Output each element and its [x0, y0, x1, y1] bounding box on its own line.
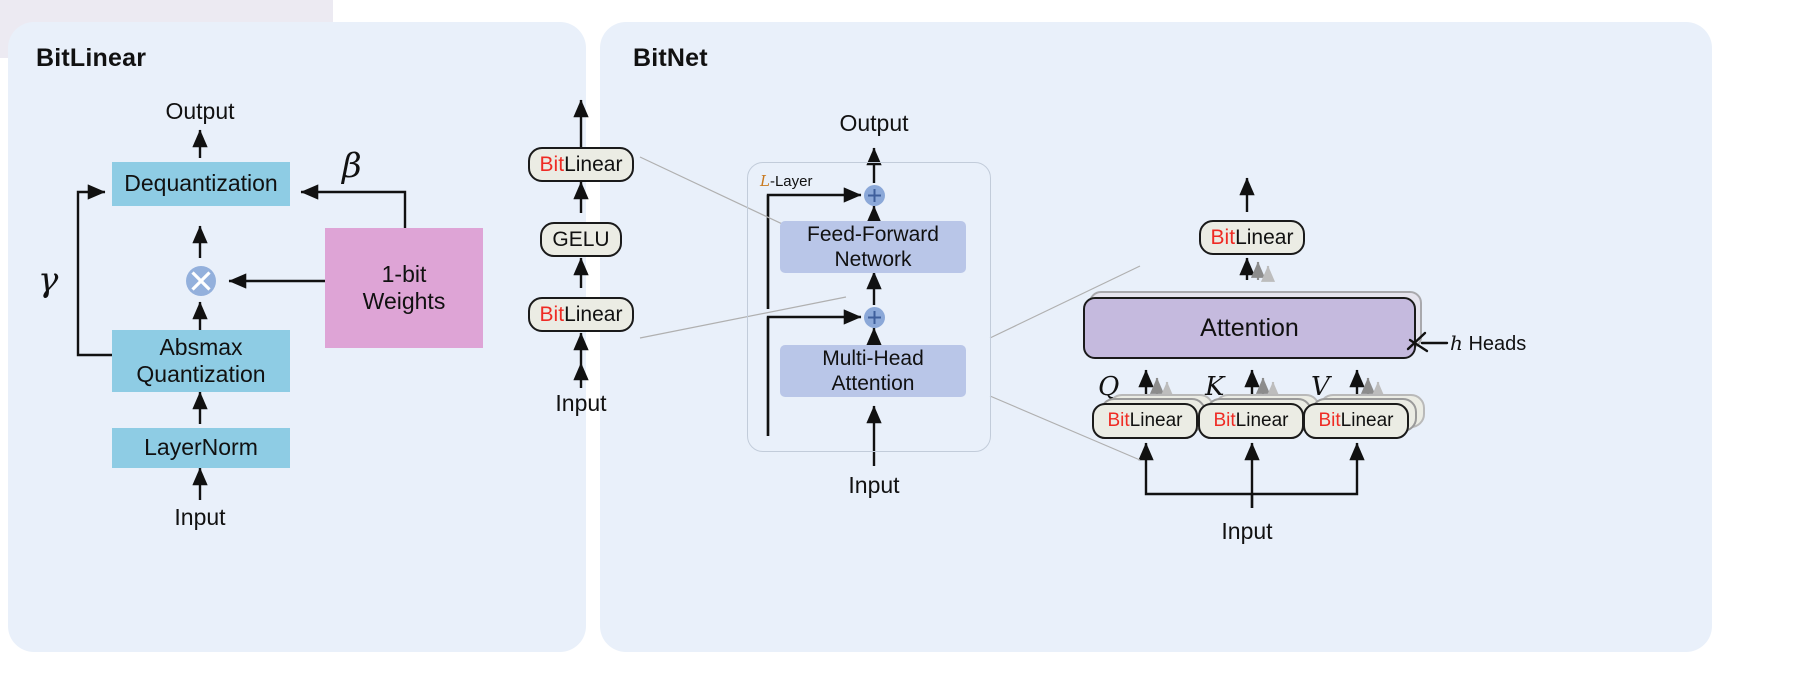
attention-input-label: Input — [1221, 518, 1273, 544]
linear-suffix: Linear — [564, 152, 623, 176]
bitnet-ffn-input-label: Input — [555, 390, 607, 416]
linear-suffix: Linear — [1129, 410, 1183, 431]
h-heads-label: h Heads — [1450, 331, 1526, 356]
layernorm-block: LayerNorm — [112, 428, 290, 468]
layernorm-label: LayerNorm — [144, 434, 258, 461]
mha-line1: Multi-Head — [822, 346, 924, 370]
ffn-line1: Feed-Forward — [807, 222, 939, 246]
panel-bitlinear — [8, 22, 586, 652]
bit-prefix: Bit — [1213, 410, 1236, 431]
l-layer-italic: L — [760, 172, 770, 190]
bit-prefix: Bit — [1318, 410, 1341, 431]
bit-prefix: Bit — [1107, 410, 1130, 431]
linear-suffix: Linear — [1235, 410, 1289, 431]
l-layer-label: L-Layer — [760, 172, 813, 190]
one-bit-weights-line1: 1-bit — [381, 260, 427, 287]
gelu-label: GELU — [552, 227, 610, 251]
absmax-line1: Absmax — [159, 333, 243, 360]
bitlinear-input-label: Input — [174, 504, 226, 530]
attention-block: Attention — [1083, 297, 1416, 359]
bit-prefix: Bit — [539, 152, 565, 176]
v-symbol-label: V — [1311, 372, 1330, 402]
linear-suffix: Linear — [1235, 225, 1294, 249]
linear-suffix: Linear — [564, 302, 623, 326]
l-layer-container — [747, 162, 991, 452]
h-italic: h — [1450, 331, 1463, 355]
one-bit-weights-block: 1-bit Weights — [325, 228, 483, 348]
bit-prefix: Bit — [539, 302, 565, 326]
dequantization-block: Dequantization — [112, 162, 290, 206]
absmax-line2: Quantization — [136, 361, 266, 387]
panel-title-bitnet: BitNet — [633, 44, 708, 72]
k-symbol-label: K — [1205, 372, 1225, 402]
panel-title-bitlinear: BitLinear — [36, 44, 147, 72]
bitnet-gelu: GELU — [540, 222, 622, 257]
q-symbol-label: Q — [1098, 372, 1120, 402]
transformer-output-label: Output — [839, 110, 909, 136]
l-layer-rest: -Layer — [769, 173, 813, 190]
one-bit-weights-line2: Weights — [362, 288, 446, 314]
absmax-quantization-block: Absmax Quantization — [112, 330, 290, 392]
gamma-label: γ — [38, 260, 59, 300]
mha-line2: Attention — [831, 372, 915, 395]
dequantization-label: Dequantization — [124, 170, 278, 197]
attention-label: Attention — [1200, 313, 1299, 342]
feed-forward-network-block: Feed-Forward Network — [780, 221, 966, 273]
beta-label: β — [342, 146, 362, 186]
ffn-line2: Network — [834, 248, 912, 271]
add-circle-ffn-icon — [864, 185, 885, 206]
multi-head-attention-block: Multi-Head Attention — [780, 345, 966, 397]
transformer-input-label: Input — [848, 472, 900, 498]
heads-rest: Heads — [1462, 333, 1527, 355]
bit-prefix: Bit — [1210, 225, 1236, 249]
linear-suffix: Linear — [1340, 410, 1394, 431]
add-circle-mha-icon — [864, 307, 885, 328]
bitlinear-output-label: Output — [165, 98, 235, 124]
multiply-icon — [186, 266, 216, 296]
